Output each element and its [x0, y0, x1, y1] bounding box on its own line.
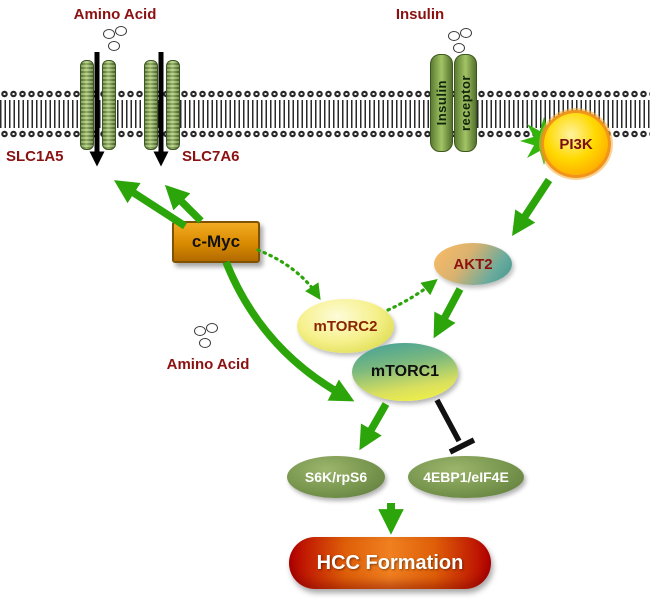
s6k-rps6-node: S6K/rpS6: [287, 456, 385, 498]
slc1a5-channel-left: [80, 60, 94, 150]
arrow-cmyc-slc1a5: [113, 180, 188, 230]
4ebp1-eif4e-label: 4EBP1/eIF4E: [423, 469, 509, 485]
hcc-formation-node: HCC Formation: [289, 537, 491, 589]
mtorc1-node: mTORC1: [352, 343, 458, 401]
mtorc2-node: mTORC2: [297, 299, 394, 353]
arrow-akt2-mtorc1: [433, 287, 464, 339]
amino-acid-molecule-icon: [206, 323, 218, 333]
arrow-cmyc-mtorc2-dotted: [256, 248, 321, 300]
mtorc1-label: mTORC1: [370, 363, 440, 380]
s6k-rps6-label: S6K/rpS6: [304, 469, 368, 485]
arrow-mtorc1-s6k: [359, 402, 390, 451]
insulin-molecule-icon: [460, 28, 472, 38]
akt2-label: AKT2: [453, 255, 493, 273]
insulin-receptor-bar-2: receptor: [454, 54, 477, 152]
insulin-label: Insulin: [395, 6, 445, 23]
lipid-heads-top: [0, 88, 650, 100]
amino-acid-top-label: Amino Acid: [73, 6, 157, 23]
c-myc-label: c-Myc: [191, 232, 241, 251]
insulin-molecule-icon: [453, 43, 465, 53]
slc1a5-channel-right: [102, 60, 116, 150]
slc7a6-label: SLC7A6: [182, 148, 240, 165]
akt2-node: AKT2: [434, 243, 512, 285]
slc7a6-channel-left: [144, 60, 158, 150]
lipid-tails-upper: [0, 100, 650, 114]
inhibitor-mtorc1-4ebp1-bar: [448, 437, 476, 455]
arrow-pi3k-akt2: [512, 177, 553, 237]
arrow-cmyc-slc7a6: [164, 184, 204, 224]
amino-acid-mid-label: Amino Acid: [166, 356, 250, 373]
amino-acid-molecule-icon: [194, 326, 206, 336]
c-myc-node: c-Myc: [172, 221, 260, 263]
insulin-receptor-label-1: Insulin: [434, 80, 449, 126]
mtorc2-label: mTORC2: [313, 317, 378, 335]
pi3k-node: PI3K: [541, 110, 611, 178]
amino-acid-molecule-icon: [103, 29, 115, 39]
insulin-receptor-bar-1: Insulin: [430, 54, 453, 152]
amino-acid-molecule-icon: [199, 338, 211, 348]
slc1a5-label: SLC1A5: [6, 148, 64, 165]
arrow-mtorc2-akt2-dotted: [386, 279, 438, 312]
insulin-molecule-icon: [448, 31, 460, 41]
slc7a6-channel-right: [166, 60, 180, 150]
hcc-formation-label: HCC Formation: [316, 551, 464, 574]
inhibitor-mtorc1-4ebp1-line: [434, 398, 462, 443]
insulin-receptor-label-2: receptor: [458, 74, 473, 132]
amino-acid-molecule-icon: [115, 26, 127, 36]
amino-acid-molecule-icon: [108, 41, 120, 51]
4ebp1-eif4e-node: 4EBP1/eIF4E: [408, 456, 524, 498]
pi3k-label: PI3K: [559, 135, 593, 153]
